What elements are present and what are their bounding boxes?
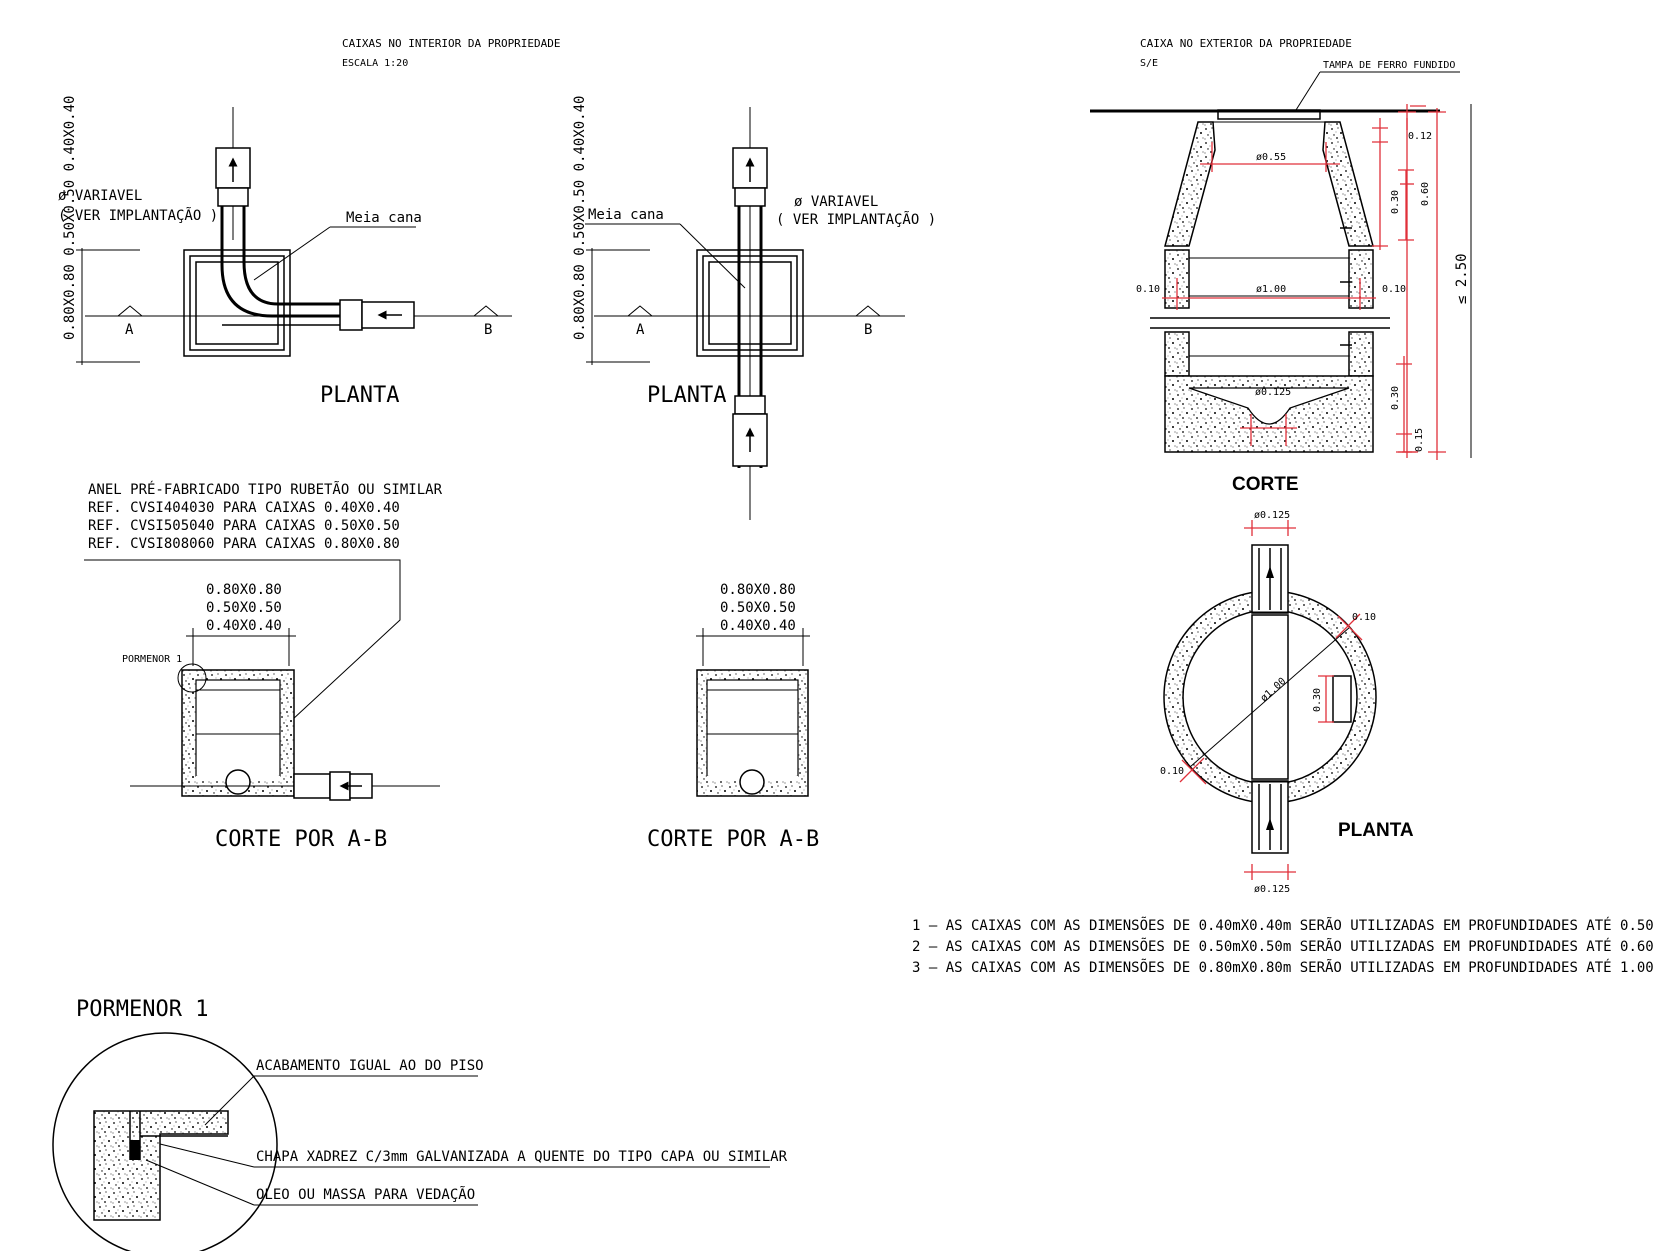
plan-d0125-top: ø0.125 (1254, 510, 1290, 521)
plan1-label: PLANTA (320, 383, 399, 408)
detail-1: PORMENOR 1 ACABAMENTO IGUAL AO DO PISO C… (52, 997, 788, 1251)
plan2-marker-b: B (864, 322, 872, 338)
section-label: CORTE (1232, 474, 1299, 495)
section-d060: 0.60 (1420, 182, 1431, 206)
section-d055: ø0.55 (1256, 152, 1286, 163)
section2-dim-2: 0.50X0.50 (720, 600, 796, 616)
section-d250: ≤ 2.50 (1454, 253, 1470, 304)
section-d015: 0.15 (1414, 428, 1425, 452)
plan2-meia-cana: Meia cana (588, 207, 664, 223)
section2-dim-1: 0.80X0.80 (720, 582, 796, 598)
plan1-dims: 0.80X0.80 0.50X0.50 0.40X0.40 (62, 96, 78, 340)
plan2-diameter-note-2: ( VER IMPLANTAÇÃO ) (776, 211, 936, 228)
section1-label: CORTE POR A-B (215, 827, 387, 852)
ring-note-line-2: REF. CVSI404030 PARA CAIXAS 0.40X0.40 (88, 500, 400, 516)
section-d030b: 0.30 (1390, 386, 1401, 410)
outside-scale: S/E (1140, 58, 1158, 69)
plan-d010b: 0.10 (1160, 766, 1184, 777)
ring-note-line-3: REF. CVSI505040 PARA CAIXAS 0.50X0.50 (88, 518, 400, 534)
plan2-dims: 0.80X0.80 0.50X0.50 0.40X0.40 (572, 96, 588, 340)
section-d010r: 0.10 (1382, 284, 1406, 295)
plan-label: PLANTA (1338, 820, 1414, 841)
inside-title: CAIXAS NO INTERIOR DA PROPRIEDADE (342, 37, 561, 50)
section2-label: CORTE POR A-B (647, 827, 819, 852)
section-d100: ø1.00 (1256, 284, 1286, 295)
ring-note-line-4: REF. CVSI808060 PARA CAIXAS 0.80X0.80 (88, 536, 400, 552)
plan1-diameter-note-2: ( VER IMPLANTAÇÃO ) (58, 207, 218, 224)
detail-callout-2: CHAPA XADREZ C/3mm GALVANIZADA A QUENTE … (256, 1149, 788, 1165)
detail-title: PORMENOR 1 (76, 997, 208, 1022)
section1-dim-3: 0.40X0.40 (206, 618, 282, 634)
note-1: 1 – AS CAIXAS COM AS DIMENSÕES DE 0.40mX… (912, 917, 1654, 934)
section-d012: 0.12 (1408, 131, 1432, 142)
plan-d0125-bottom: ø0.125 (1254, 884, 1290, 895)
plan-1: Meia cana ø VARIAVEL ( VER IMPLANTAÇÃO )… (58, 96, 512, 408)
plan1-diameter-note-1: ø VARIAVEL (58, 188, 142, 204)
note-2: 2 – AS CAIXAS COM AS DIMENSÕES DE 0.50mX… (912, 938, 1654, 955)
plan1-marker-a: A (125, 322, 134, 338)
section-1: 0.80X0.80 0.50X0.50 0.40X0.40 PORMENOR 1… (122, 582, 440, 852)
plan1-marker-b: B (484, 322, 492, 338)
plan-2: Meia cana ø VARIAVEL ( VER IMPLANTAÇÃO )… (572, 96, 936, 520)
ring-note-line-1: ANEL PRÉ-FABRICADO TIPO RUBETÃO OU SIMIL… (88, 481, 443, 498)
section1-dim-1: 0.80X0.80 (206, 582, 282, 598)
section-2: 0.80X0.80 0.50X0.50 0.40X0.40 CORTE POR … (647, 582, 819, 852)
plan1-meia-cana: Meia cana (346, 210, 422, 226)
plan2-label: PLANTA (647, 383, 726, 408)
plan-d010a: 0.10 (1352, 612, 1376, 623)
section-d010l: 0.10 (1136, 284, 1160, 295)
outside-lid-label: TAMPA DE FERRO FUNDIDO (1323, 60, 1455, 71)
section1-dim-2: 0.50X0.50 (206, 600, 282, 616)
plan2-marker-a: A (636, 322, 645, 338)
plan2-diameter-note-1: ø VARIAVEL (794, 194, 878, 210)
plan-d030: 0.30 (1312, 688, 1323, 712)
note-3: 3 – AS CAIXAS COM AS DIMENSÕES DE 0.80mX… (912, 959, 1654, 976)
section2-dim-3: 0.40X0.40 (720, 618, 796, 634)
outside-plan: ø0.125 0.10 ø1.00 0.30 0.10 ø0.125 PLANT… (1160, 510, 1414, 895)
section-d0125: ø0.125 (1255, 387, 1291, 398)
section1-detail-ref: PORMENOR 1 (122, 654, 182, 665)
detail-callout-1: ACABAMENTO IGUAL AO DO PISO (256, 1058, 484, 1074)
detail-callout-3: OLEO OU MASSA PARA VEDAÇÃO (256, 1186, 475, 1203)
inside-scale: ESCALA 1:20 (342, 58, 408, 69)
section-d030a: 0.30 (1390, 190, 1401, 214)
outside-title: CAIXA NO EXTERIOR DA PROPRIEDADE (1140, 37, 1352, 50)
outside-section: ø0.55 ø1.00 ø0.125 0.12 0.30 0.60 0.10 0… (1090, 104, 1472, 495)
